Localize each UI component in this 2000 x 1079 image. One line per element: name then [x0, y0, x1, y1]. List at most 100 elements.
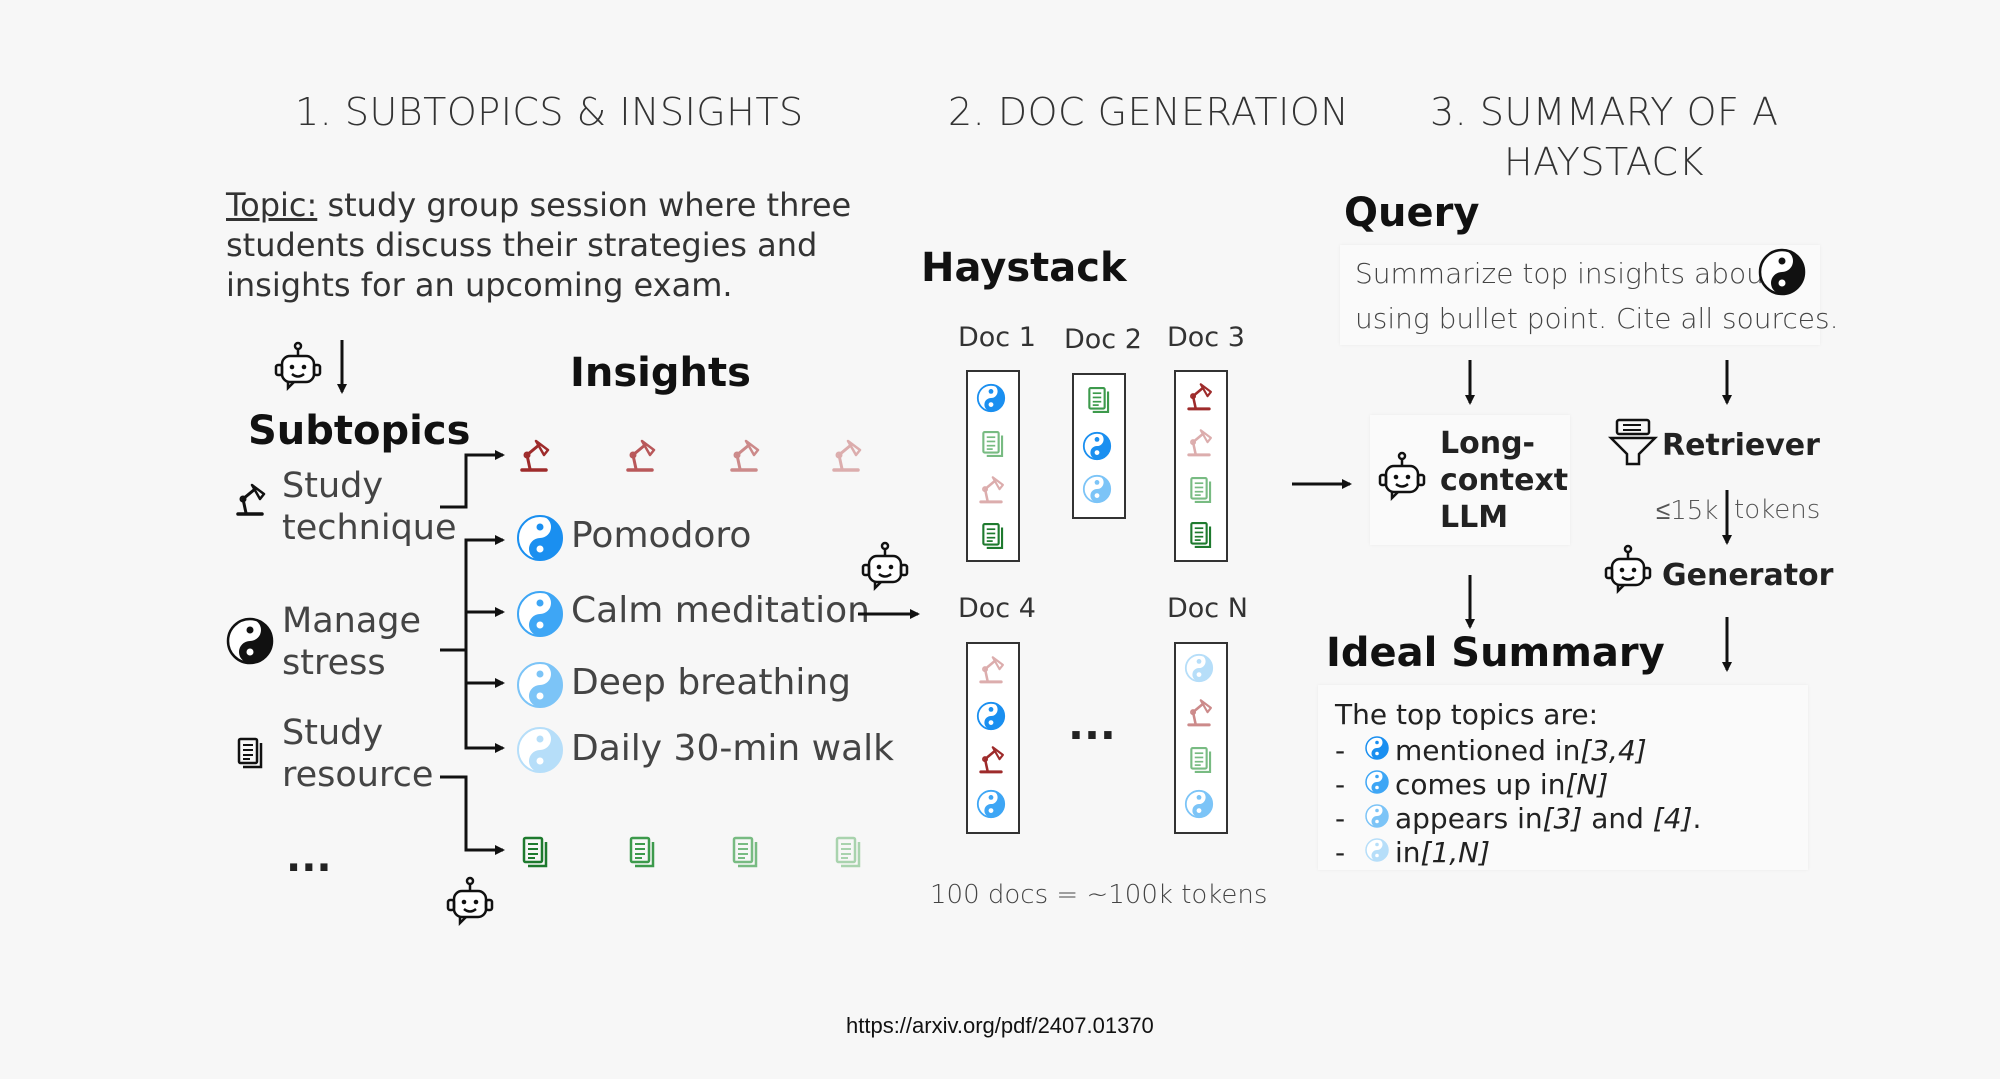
summary-item-3-mid: and [1582, 801, 1653, 835]
document-icon [629, 836, 655, 868]
yin-yang-icon [1365, 768, 1395, 801]
bracket-arrow [464, 650, 505, 753]
desk-lamp-icon [626, 439, 656, 472]
doc-label-2: Doc 2 [1064, 324, 1142, 355]
document-icon [835, 836, 861, 868]
document-icon [522, 836, 548, 868]
doc-label-n: Doc N [1167, 593, 1248, 624]
doc-label-4: Doc 4 [958, 593, 1036, 624]
llm-label: Long- context LLM [1440, 425, 1568, 536]
ideal-summary-heading: Ideal Summary [1326, 630, 1665, 676]
doc-label-1: Doc 1 [958, 322, 1036, 353]
subtopic-2-line1: Manage [282, 601, 422, 641]
yin-yang-icon-svg [1365, 735, 1389, 760]
subtopic-1-line2: technique [282, 508, 457, 548]
yin-yang-icon [517, 515, 563, 561]
llm-line-3: LLM [1440, 500, 1509, 535]
section-title-3-line2: HAYSTACK [1504, 140, 1704, 184]
yin-yang-icon [1184, 789, 1214, 819]
summary-item-3-text: appears in [1395, 801, 1543, 835]
yin-yang-icon-svg [1365, 837, 1389, 862]
yin-yang-icon-svg [1365, 803, 1389, 828]
document-icon [732, 836, 758, 868]
summary-item-3-cite: [3] [1542, 801, 1583, 835]
summary-item-2: - comes up in [N] [1335, 767, 1608, 801]
token-limit-left: ≤15k [1656, 496, 1719, 526]
summary-item-1-cite: [3,4] [1580, 733, 1647, 767]
desk-lamp-icon [1187, 382, 1213, 411]
summary-item-4-text: in [1395, 835, 1421, 869]
topic-label: Topic: [226, 186, 318, 224]
summary-intro: The top topics are: [1335, 698, 1599, 731]
query-heading: Query [1344, 190, 1480, 236]
yin-yang-icon [226, 617, 274, 665]
summary-item-2-cite: [N] [1565, 767, 1609, 801]
desk-lamp-icon [832, 439, 862, 472]
bracket-arrow [440, 535, 505, 652]
desk-lamp-icon [979, 475, 1005, 504]
yin-yang-icon [517, 591, 563, 637]
yin-yang-icon [1184, 653, 1214, 683]
insight-label-1: Pomodoro [571, 515, 752, 556]
bullet-dash: - [1335, 767, 1346, 801]
desk-lamp-icon [979, 655, 1005, 684]
doc-label-3: Doc 3 [1167, 322, 1245, 353]
funnel-icon [1607, 418, 1659, 466]
insight-label-2: Calm meditation [571, 590, 870, 631]
summary-item-3-tail: . [1692, 801, 1702, 835]
yin-yang-icon [1082, 474, 1112, 504]
bracket-arrow [440, 450, 505, 509]
yin-yang-icon [517, 727, 563, 773]
desk-lamp-icon [1187, 428, 1213, 457]
yin-yang-icon [517, 662, 563, 708]
section-title-1: 1. SUBTOPICS & INSIGHTS [295, 90, 804, 134]
robot-icon [274, 341, 322, 390]
summary-item-4-cite: [1,N] [1420, 835, 1491, 869]
subtopic-3-line2: resource [282, 755, 434, 795]
bracket-arrow [440, 775, 505, 855]
section-title-2: 2. DOC GENERATION [948, 90, 1350, 134]
robot-icon [1604, 544, 1652, 593]
document-icon [982, 523, 1004, 549]
token-limit-right: tokens [1734, 495, 1821, 525]
desk-lamp-icon [979, 745, 1005, 774]
yin-yang-icon [976, 789, 1006, 819]
summary-item-2-text: comes up in [1395, 767, 1566, 801]
query-panel [1340, 245, 1820, 345]
desk-lamp-icon [520, 439, 550, 472]
yin-yang-icon [1365, 802, 1395, 835]
yin-yang-icon [1365, 734, 1395, 767]
bullet-dash: - [1335, 835, 1346, 869]
yin-yang-icon [1082, 431, 1112, 461]
document-icon [1190, 477, 1212, 503]
topic-text: study group session where three students… [226, 186, 852, 304]
haystack-footer: 100 docs = ~100k tokens [930, 880, 1268, 910]
yin-yang-icon [1758, 248, 1806, 296]
document-icon [237, 737, 263, 769]
subtopic-1-line1: Study [282, 466, 384, 506]
document-icon [982, 431, 1004, 457]
insight-label-4: Daily 30-min walk [571, 728, 895, 769]
summary-item-3: - appears in [3] and [4] . [1335, 801, 1701, 835]
insights-heading: Insights [570, 350, 751, 396]
document-icon [1088, 387, 1110, 413]
generator-label: Generator [1662, 558, 1834, 593]
desk-lamp-icon [1187, 698, 1213, 727]
query-line-1: Summarize top insights about [1355, 257, 1775, 290]
robot-icon [861, 541, 909, 590]
doc-box-3 [1174, 370, 1228, 562]
haystack-heading: Haystack [921, 245, 1127, 291]
bullet-dash: - [1335, 733, 1346, 767]
desk-lamp-icon [730, 439, 760, 472]
robot-icon [446, 876, 494, 925]
haystack-ellipsis: ... [1068, 700, 1116, 749]
yin-yang-icon [976, 701, 1006, 731]
section-title-3-line1: 3. SUMMARY OF A [1430, 90, 1779, 134]
retriever-label: Retriever [1662, 428, 1820, 463]
source-link[interactable]: https://arxiv.org/pdf/2407.01370 [846, 1013, 1154, 1038]
subtopics-ellipsis: ... [286, 835, 332, 881]
yin-yang-icon-svg [1365, 769, 1389, 794]
